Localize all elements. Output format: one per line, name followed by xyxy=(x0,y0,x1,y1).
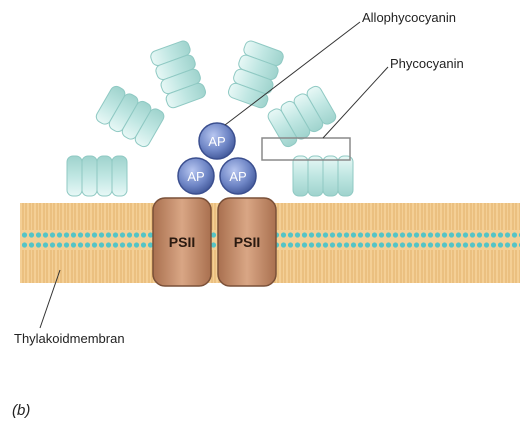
ap-label-right: AP xyxy=(229,169,246,184)
ap-label-top: AP xyxy=(208,134,225,149)
phycocyanin-rod xyxy=(149,39,207,109)
phycocyanin-disc xyxy=(308,156,323,196)
phycocyanin-disc xyxy=(67,156,82,196)
phycocyanin-rod xyxy=(227,39,285,109)
psii-left: PSII xyxy=(153,198,211,286)
phycocyanin-disc xyxy=(97,156,112,196)
ap-core: AP AP AP xyxy=(178,123,256,194)
panel-label: (b) xyxy=(12,402,30,419)
phycocyanin-rod xyxy=(266,84,338,149)
thylakoid-membrane-label: Thylakoidmembran xyxy=(14,331,125,346)
leader-phycocyanin xyxy=(323,67,388,138)
psii-right-label: PSII xyxy=(234,234,260,250)
phycocyanin-highlight-box xyxy=(262,138,350,160)
allophycocyanin-label: Allophycocyanin xyxy=(362,10,456,25)
phycocyanin-disc xyxy=(293,156,308,196)
phycocyanin-rod xyxy=(94,84,166,149)
ap-label-left: AP xyxy=(187,169,204,184)
phycocyanin-rod xyxy=(67,156,127,196)
psii-right: PSII xyxy=(218,198,276,286)
phycocyanin-disc xyxy=(338,156,353,196)
phycocyanin-label: Phycocyanin xyxy=(390,56,464,71)
phycocyanin-disc xyxy=(112,156,127,196)
psii-left-label: PSII xyxy=(169,234,195,250)
phycocyanin-disc xyxy=(82,156,97,196)
phycocyanin-disc xyxy=(323,156,338,196)
phycocyanin-rod xyxy=(293,156,353,196)
